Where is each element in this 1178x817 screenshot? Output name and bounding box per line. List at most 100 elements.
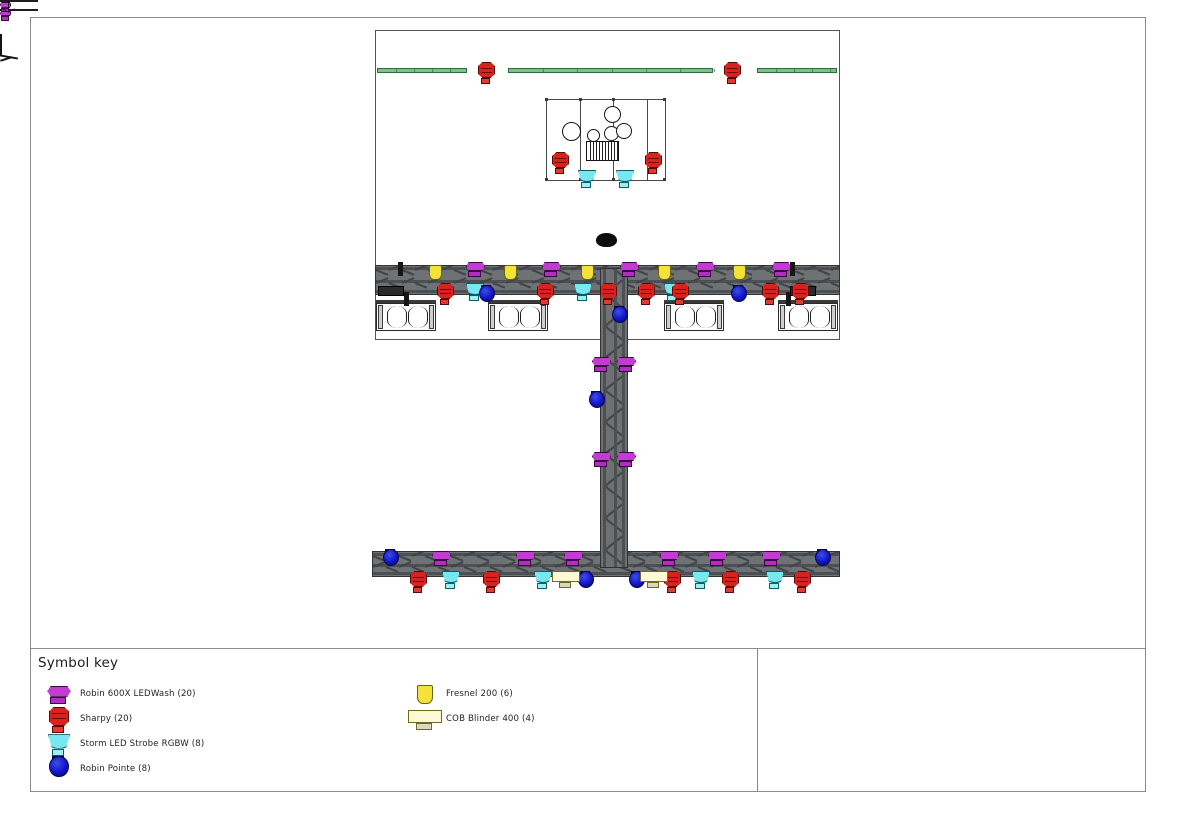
riser-corner-dot-6 <box>578 178 582 181</box>
robin-pointe-symbol <box>40 756 76 780</box>
fixture-sharpy-upper-21 <box>762 283 779 305</box>
riser-corner-dot-7 <box>612 178 616 181</box>
fixture-robin-600x-ledwash-upper-4 <box>542 262 561 277</box>
legend-column-right: Fresnel 200 (6) COB Blinder 400 (4) <box>406 681 535 731</box>
overhead-pipe-1 <box>377 68 467 73</box>
fixture-sharpy-riser-1 <box>552 152 569 174</box>
fixture-storm-led-strobe-rgbw-lower-16 <box>766 571 784 589</box>
sharpy-symbol <box>40 706 76 734</box>
fixture-robin-600x-ledwash-upper-10 <box>772 262 791 277</box>
truss-hardware-1 <box>398 262 403 276</box>
fixture-robin-600x-ledwash-tower-3 <box>617 357 636 372</box>
fixture-cob-blinder-400-lower-19 <box>552 571 580 588</box>
fixture-storm-led-strobe-rgbw-lower-9 <box>442 571 460 589</box>
fixture-sharpy-upper-19 <box>672 283 689 305</box>
mirror-ball <box>596 233 617 247</box>
fixture-sharpy-pipe-1 <box>478 62 495 84</box>
fixture-sharpy-lower-17 <box>794 571 811 593</box>
fixture-robin-pointe-lower-11 <box>578 571 594 591</box>
speaker-cabinet-3 <box>664 303 724 331</box>
legend-item-sharpy: Sharpy (20) <box>40 706 204 734</box>
fixture-sharpy-upper-17 <box>638 283 655 305</box>
fixture-robin-pointe-lower-1 <box>383 549 399 569</box>
legend-item-label: COB Blinder 400 (4) <box>446 713 535 724</box>
legend-band-divider <box>30 648 1146 649</box>
fixture-sharpy-lower-15 <box>722 571 739 593</box>
bass-drum-icon <box>586 141 619 161</box>
fixture-storm-led-strobe-rgbw-upper-15 <box>574 283 592 301</box>
legend-item-robin-pointe: Robin Pointe (8) <box>40 756 204 781</box>
riser-corner-dot-3 <box>612 98 616 101</box>
fixture-sharpy-lower-10 <box>483 571 500 593</box>
fixture-storm-led-strobe-rgbw-lower-14 <box>692 571 710 589</box>
fixture-cob-blinder-400-lower-20 <box>640 571 668 588</box>
riser-corner-dot-4 <box>663 98 666 101</box>
truss-hardware-4 <box>786 292 791 306</box>
legend-item-fresnel-200: Fresnel 200 (6) <box>406 681 535 706</box>
fixture-fresnel-200-upper-3 <box>504 265 517 280</box>
speaker-cabinet-4 <box>778 303 838 331</box>
riser-upright-3 <box>646 99 648 181</box>
fixture-robin-600x-ledwash-upper-8 <box>696 262 715 277</box>
fixture-robin-600x-ledwash-pipe-1 <box>0 2 1178 13</box>
legend-item-label: Storm LED Strobe RGBW (8) <box>80 738 205 749</box>
fixture-robin-pointe-tower-4 <box>589 391 605 411</box>
fixture-robin-600x-ledwash-tower-6 <box>617 452 636 467</box>
speaker-hang-bar-4 <box>778 300 838 303</box>
legend-item-storm-led-strobe-rgbw: Storm LED Strobe RGBW (8) <box>40 731 204 756</box>
robin-600x-ledwash-symbol <box>40 683 76 705</box>
riser-corner-dot-5 <box>545 178 548 181</box>
tom-drum-icon <box>562 122 581 141</box>
riser-corner-dot-8 <box>663 178 666 181</box>
fixture-robin-600x-ledwash-lower-6 <box>708 551 727 566</box>
truss-hardware-2 <box>790 262 795 276</box>
fixture-storm-led-strobe-rgbw-lower-18 <box>534 571 552 589</box>
riser-corner-dot-1 <box>545 98 548 101</box>
legend-column-left: Robin 600X LEDWash (20) Sharpy (20) Stor… <box>40 681 204 781</box>
legend-title: Symbol key <box>38 655 119 671</box>
fixture-sharpy-riser-4 <box>645 152 662 174</box>
fixture-sharpy-upper-22 <box>792 283 809 305</box>
drum-stand-post <box>0 34 2 57</box>
speaker-cabinet-2 <box>488 303 548 331</box>
riser-corner-dot-2 <box>578 98 582 101</box>
fixture-sharpy-lower-8 <box>410 571 427 593</box>
fixture-fresnel-200-upper-5 <box>581 265 594 280</box>
fixture-robin-pointe-tower-1 <box>612 306 628 326</box>
title-block <box>760 651 1144 789</box>
fixture-sharpy-pipe-2 <box>724 62 741 84</box>
fixture-robin-600x-ledwash-upper-6 <box>620 262 639 277</box>
fixture-robin-600x-ledwash-tower-2 <box>592 357 611 372</box>
fixture-robin-600x-ledwash-lower-3 <box>516 551 535 566</box>
fixture-robin-600x-ledwash-upper-2 <box>466 262 485 277</box>
fresnel-200-symbol <box>406 683 442 705</box>
fixture-storm-led-strobe-rgbw-riser-2 <box>578 170 596 188</box>
legend-item-label: Sharpy (20) <box>80 713 133 724</box>
legend-item-label: Robin Pointe (8) <box>80 763 151 774</box>
symbol-key-legend: Symbol key Robin 600X LEDWash (20) Sharp… <box>38 655 753 790</box>
fixture-robin-600x-ledwash-tower-5 <box>592 452 611 467</box>
fixture-sharpy-upper-11 <box>437 283 454 305</box>
storm-led-strobe-rgbw-symbol <box>40 733 76 756</box>
speaker-cabinet-1 <box>376 303 436 331</box>
yoke-arm-1 <box>0 0 38 2</box>
fixture-sharpy-upper-16 <box>600 283 617 305</box>
cob-blinder-400-symbol <box>406 708 443 730</box>
fixture-robin-600x-ledwash-lower-5 <box>660 551 679 566</box>
truss-motor-left <box>378 286 404 296</box>
crash-cymbal-icon <box>616 123 632 139</box>
title-block-divider <box>757 648 758 792</box>
speaker-hang-bar-2 <box>488 300 548 303</box>
legend-item-label: Robin 600X LEDWash (20) <box>80 688 196 699</box>
riser-upright-1 <box>579 99 581 181</box>
fixture-fresnel-200-upper-9 <box>733 265 746 280</box>
fixture-sharpy-upper-14 <box>537 283 554 305</box>
legend-item-cob-blinder-400: COB Blinder 400 (4) <box>406 706 535 731</box>
fixture-robin-pointe-upper-13 <box>479 285 495 305</box>
legend-item-label: Fresnel 200 (6) <box>446 688 513 699</box>
fixture-robin-600x-ledwash-lower-2 <box>432 551 451 566</box>
truss-hardware-3 <box>404 292 409 306</box>
fixture-robin-pointe-upper-20 <box>731 285 747 305</box>
overhead-pipe-2 <box>508 68 715 73</box>
